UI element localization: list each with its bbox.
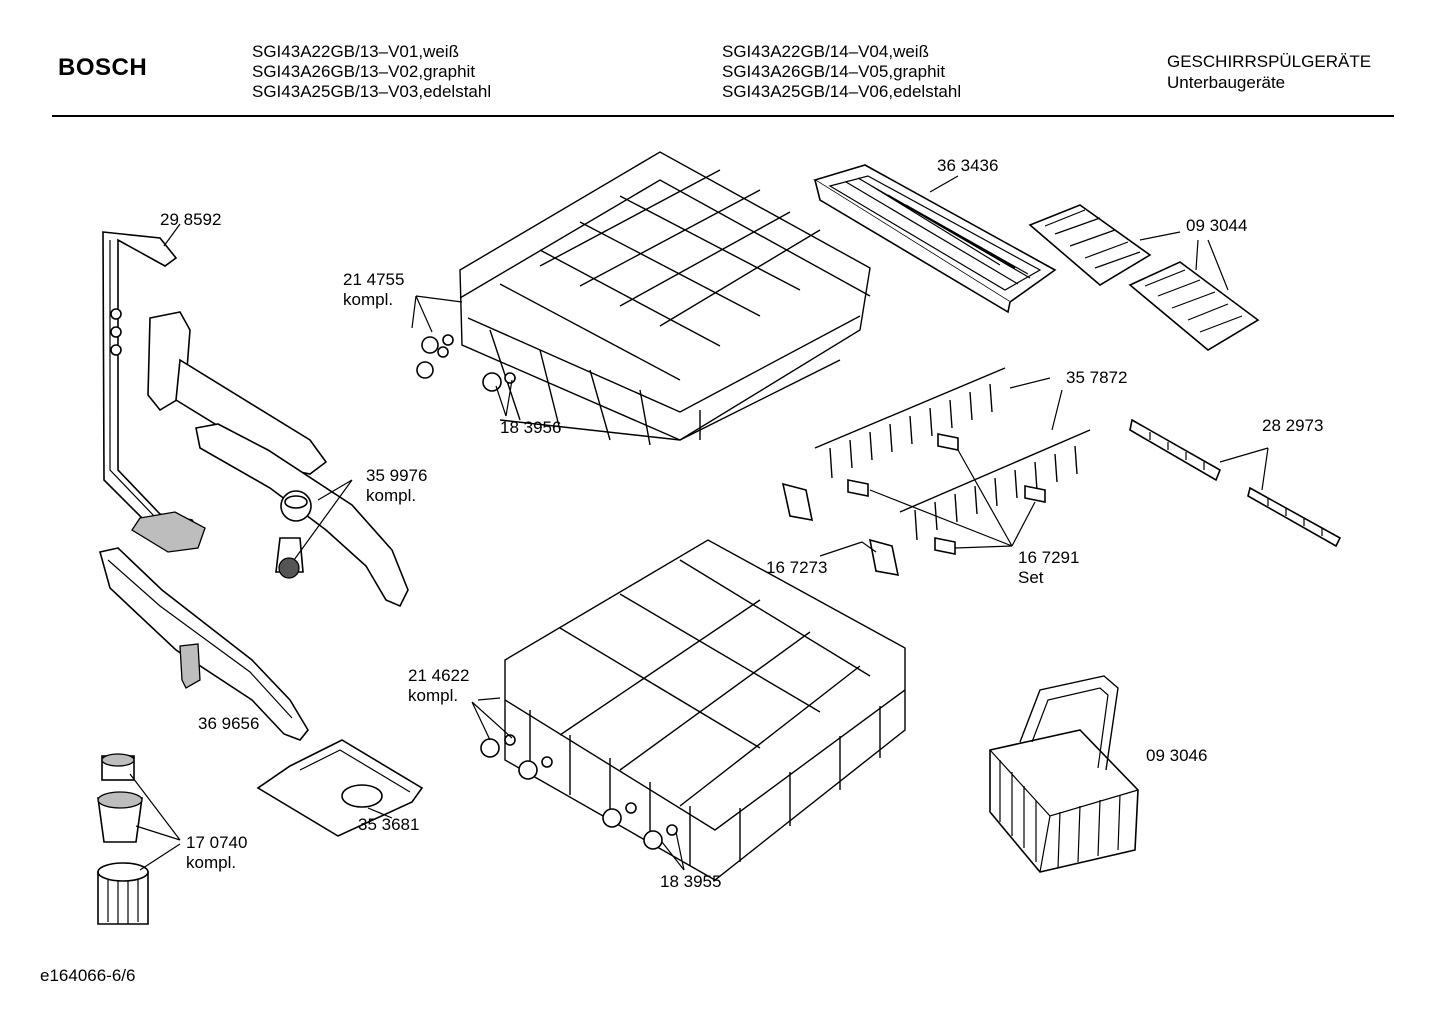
rack-clips (781, 433, 1046, 576)
header-divider (52, 115, 1394, 117)
label-357872: 35 7872 (1066, 368, 1128, 387)
upper-basket (459, 151, 871, 446)
cutlery-basket (989, 675, 1139, 873)
spray-supply-pipe (102, 231, 206, 553)
label-093046: 09 3046 (1146, 746, 1208, 765)
lower-rollers (480, 734, 678, 850)
label-093044: 09 3044 (1186, 216, 1248, 235)
spike-rail (1129, 418, 1342, 548)
label-353681: 35 3681 (358, 815, 420, 834)
leader-lines (129, 175, 1269, 871)
cutlery-tray (813, 164, 1057, 314)
model-line: SGI43A25GB/13–V03,edelstahl (252, 82, 492, 101)
folding-spikes (814, 367, 1091, 541)
brand-logo: BOSCH (58, 54, 148, 81)
model-line: SGI43A26GB/14–V05,graphit (722, 62, 946, 81)
label-369656: 36 9656 (198, 714, 260, 733)
label-167273: 16 7273 (766, 558, 828, 577)
category-title: GESCHIRRSPÜLGERÄTE (1167, 52, 1372, 71)
cup-shelf (1028, 204, 1260, 351)
fine-filter (256, 739, 424, 837)
model-list-1: SGI43A22GB/13–V01,weiß SGI43A26GB/13–V02… (252, 42, 491, 102)
label-183956: 18 3956 (500, 418, 562, 437)
model-line: SGI43A26GB/13–V02,graphit (252, 62, 476, 81)
model-list-2: SGI43A22GB/14–V04,weiß SGI43A26GB/14–V05… (722, 42, 961, 102)
category-subtitle: Unterbaugeräte (1167, 73, 1286, 92)
label-363436: 36 3436 (937, 156, 999, 175)
label-183955: 18 3955 (660, 872, 722, 891)
filter-set (97, 753, 149, 925)
category-block: GESCHIRRSPÜLGERÄTE Unterbaugeräte (1167, 51, 1371, 93)
drawing-id: e164066-6/6 (40, 966, 136, 985)
model-line: SGI43A22GB/14–V04,weiß (722, 42, 929, 61)
label-298592: 29 8592 (160, 210, 222, 229)
model-line: SGI43A22GB/13–V01,weiß (252, 42, 459, 61)
label-282973: 28 2973 (1262, 416, 1324, 435)
lower-basket (504, 539, 906, 881)
upper-spray-arm (147, 311, 409, 608)
lower-spray-arm (99, 547, 309, 741)
model-line: SGI43A25GB/14–V06,edelstahl (722, 82, 962, 101)
